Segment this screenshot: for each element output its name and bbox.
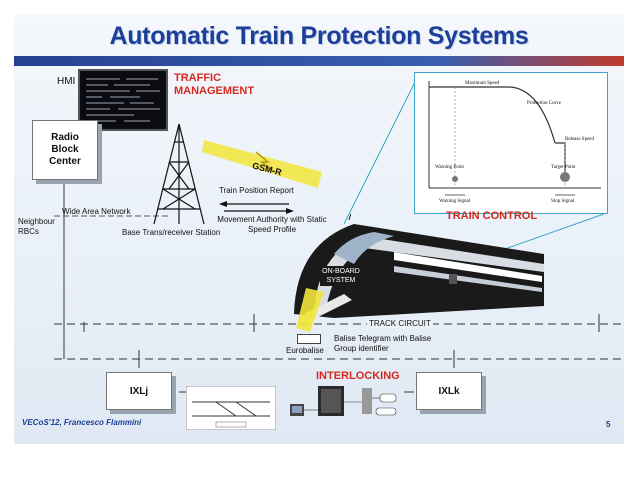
title-underline-bar [14,56,624,66]
ixl-j-label: IXLj [129,385,149,397]
train-icon [294,214,544,318]
on-board-system-label: ON-BOARD SYSTEM [320,266,362,286]
diagram-lines [54,73,624,393]
neighbour-rbcs-label: Neighbour RBCs [18,217,55,236]
ixl-k-label: IXLk [438,385,460,397]
eurobalise-label: Eurobalise [286,346,324,355]
maximum-speed-label: Maximum Speed [465,81,500,86]
hmi-label: HMI [57,76,76,87]
stop-signal-label: Stop Signal [551,199,575,204]
balise-beam [296,288,324,332]
radio-block-center-box: Radio Block Center [32,120,98,180]
interlocking-label: INTERLOCKING [316,370,400,382]
track-circuit-label: TRACK CIRCUIT [367,319,433,328]
traffic-management-label: TRAFFIC MANAGEMENT [174,72,255,97]
train-position-report-label: Train Position Report [219,186,294,195]
track-layout-schematic-icon [186,386,276,430]
slide-title: Automatic Train Protection Systems [109,22,529,50]
warning-point-label: Warning Point [435,165,464,170]
radio-block-center-label: Radio Block Center [49,132,81,167]
protection-curve-label: Protection Curve [527,101,562,106]
speed-curve-graph [428,81,601,196]
base-station-tower-icon [153,123,205,225]
warning-signal-label: Warning Signal [439,199,471,204]
slide-canvas: Automatic Train Protection Systems [14,14,624,444]
train-control-label: TRAIN CONTROL [446,210,538,222]
base-station-label: Base Trans/receiver Station [122,228,221,237]
release-speed-label: Release Speed [565,137,595,142]
page-number: 5 [606,420,611,429]
balise-telegram-label: Balise Telegram with Balise Group identi… [334,334,432,353]
movement-authority-label: Movement Authority with Static Speed Pro… [217,215,327,234]
ixl-j-box: IXLj [106,372,172,410]
interlocking-computers-icon [290,386,397,416]
wide-area-network-label: Wide Area Network [62,207,131,216]
ixl-k-box: IXLk [416,372,482,410]
footer-author: VECoS'12, Francesco Flammini [22,418,142,427]
hmi-display-icon [86,78,160,122]
target-point-label: Target Point [551,165,576,170]
eurobalise-icon [297,334,321,344]
gsm-r-beam [202,140,322,188]
speed-curve-panel: Maximum Speed Protection Curve Release S… [414,72,608,214]
callout-line [343,73,420,225]
